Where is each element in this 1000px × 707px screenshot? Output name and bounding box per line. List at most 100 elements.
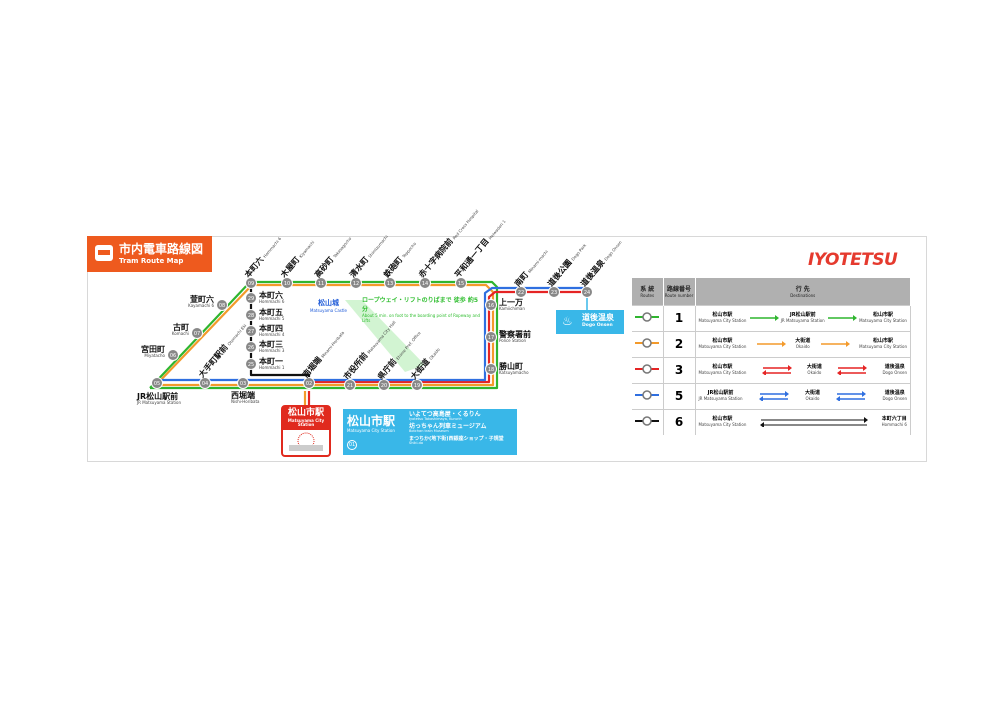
station-marker bbox=[485, 363, 497, 375]
station-name: 警察署前 bbox=[498, 329, 531, 339]
station-name-en: Okaido bbox=[428, 346, 441, 360]
station-name: 勝山町 bbox=[499, 361, 523, 371]
dogo-jp: 道後温泉 bbox=[582, 313, 614, 322]
station-name-en: Hommachi 6 bbox=[259, 299, 285, 304]
castle-jp: 松山城 bbox=[318, 299, 339, 307]
route-symbol bbox=[632, 304, 664, 331]
station-number: 11 bbox=[318, 281, 324, 287]
station-name: 道後温泉 bbox=[578, 257, 607, 289]
station-number: 05 bbox=[154, 381, 160, 387]
station-name: 上一万 bbox=[499, 297, 523, 307]
station-name-en: Miyatacho bbox=[144, 353, 165, 358]
station-marker bbox=[419, 277, 431, 289]
station-number: 02 bbox=[306, 381, 312, 387]
info-title: 松山市駅 bbox=[347, 414, 396, 428]
station-marker bbox=[455, 277, 467, 289]
station-name: 本町五 bbox=[258, 307, 283, 317]
station-name: 鉄砲町 bbox=[381, 255, 404, 280]
route-line-icon bbox=[635, 390, 660, 400]
route-line-icon bbox=[635, 312, 660, 322]
station-name-en: Shimizumachi bbox=[367, 234, 389, 259]
station-name: 宮田町 bbox=[141, 344, 165, 354]
ropeway-jp: ロープウェイ・リフトのりばまで 徒歩 約5分 bbox=[362, 297, 478, 313]
route-symbol bbox=[632, 330, 664, 357]
station-marker bbox=[151, 377, 163, 389]
station-marker bbox=[581, 286, 593, 298]
station-number-badge: 01 bbox=[347, 440, 357, 450]
station-marker bbox=[548, 286, 560, 298]
station-marker bbox=[378, 379, 390, 391]
station-marker bbox=[515, 286, 527, 298]
station-name: 古町 bbox=[173, 322, 189, 332]
station-name-en: Otemachi Eki bbox=[226, 323, 247, 347]
bidirectional-arrow-icon bbox=[759, 417, 868, 428]
station-number: 19 bbox=[414, 383, 420, 389]
station-name: 市役所前 bbox=[341, 350, 369, 381]
station-number: 04 bbox=[202, 381, 208, 387]
route-symbol bbox=[632, 408, 664, 435]
station-marker bbox=[245, 277, 257, 289]
station-marker bbox=[303, 377, 315, 389]
station-marker bbox=[245, 292, 257, 304]
station-name: JR松山駅前 bbox=[136, 391, 178, 401]
station-name-en: Red Cross Hospital bbox=[452, 209, 480, 241]
station-number: 10 bbox=[284, 281, 290, 287]
station-number: 14 bbox=[422, 281, 428, 287]
station-number: 22 bbox=[518, 290, 524, 296]
station-marker bbox=[245, 309, 257, 321]
station-name-en: Dogo Onsen bbox=[603, 239, 623, 261]
station-number: 06 bbox=[170, 353, 176, 359]
station-number: 21 bbox=[347, 383, 353, 389]
map-title: 市内電車路線図 Tram Route Map bbox=[87, 236, 212, 272]
bidirectional-arrow-icon bbox=[758, 391, 789, 401]
station-name: 高砂町 bbox=[312, 255, 335, 280]
route-number: 6 bbox=[663, 408, 696, 435]
station-number: 12 bbox=[353, 281, 359, 287]
station-number: 16 bbox=[488, 303, 494, 309]
castle-en: Matsuyama Castle bbox=[310, 308, 347, 313]
station-name-en: Katsuyamacho bbox=[499, 370, 529, 375]
station-marker bbox=[191, 327, 203, 339]
station-number: 18 bbox=[488, 367, 494, 373]
station-name-en: Teppocho bbox=[400, 241, 417, 260]
station-name-en: Kamiichiman bbox=[499, 306, 525, 311]
iyotetsu-logo: IYOTETSU bbox=[808, 250, 898, 270]
route-symbol bbox=[632, 356, 664, 383]
station-name: 県庁前 bbox=[375, 357, 398, 382]
route-number: 2 bbox=[663, 330, 696, 357]
station-name: 木屋町 bbox=[278, 255, 302, 281]
station-name: 西堀端 bbox=[231, 390, 255, 400]
